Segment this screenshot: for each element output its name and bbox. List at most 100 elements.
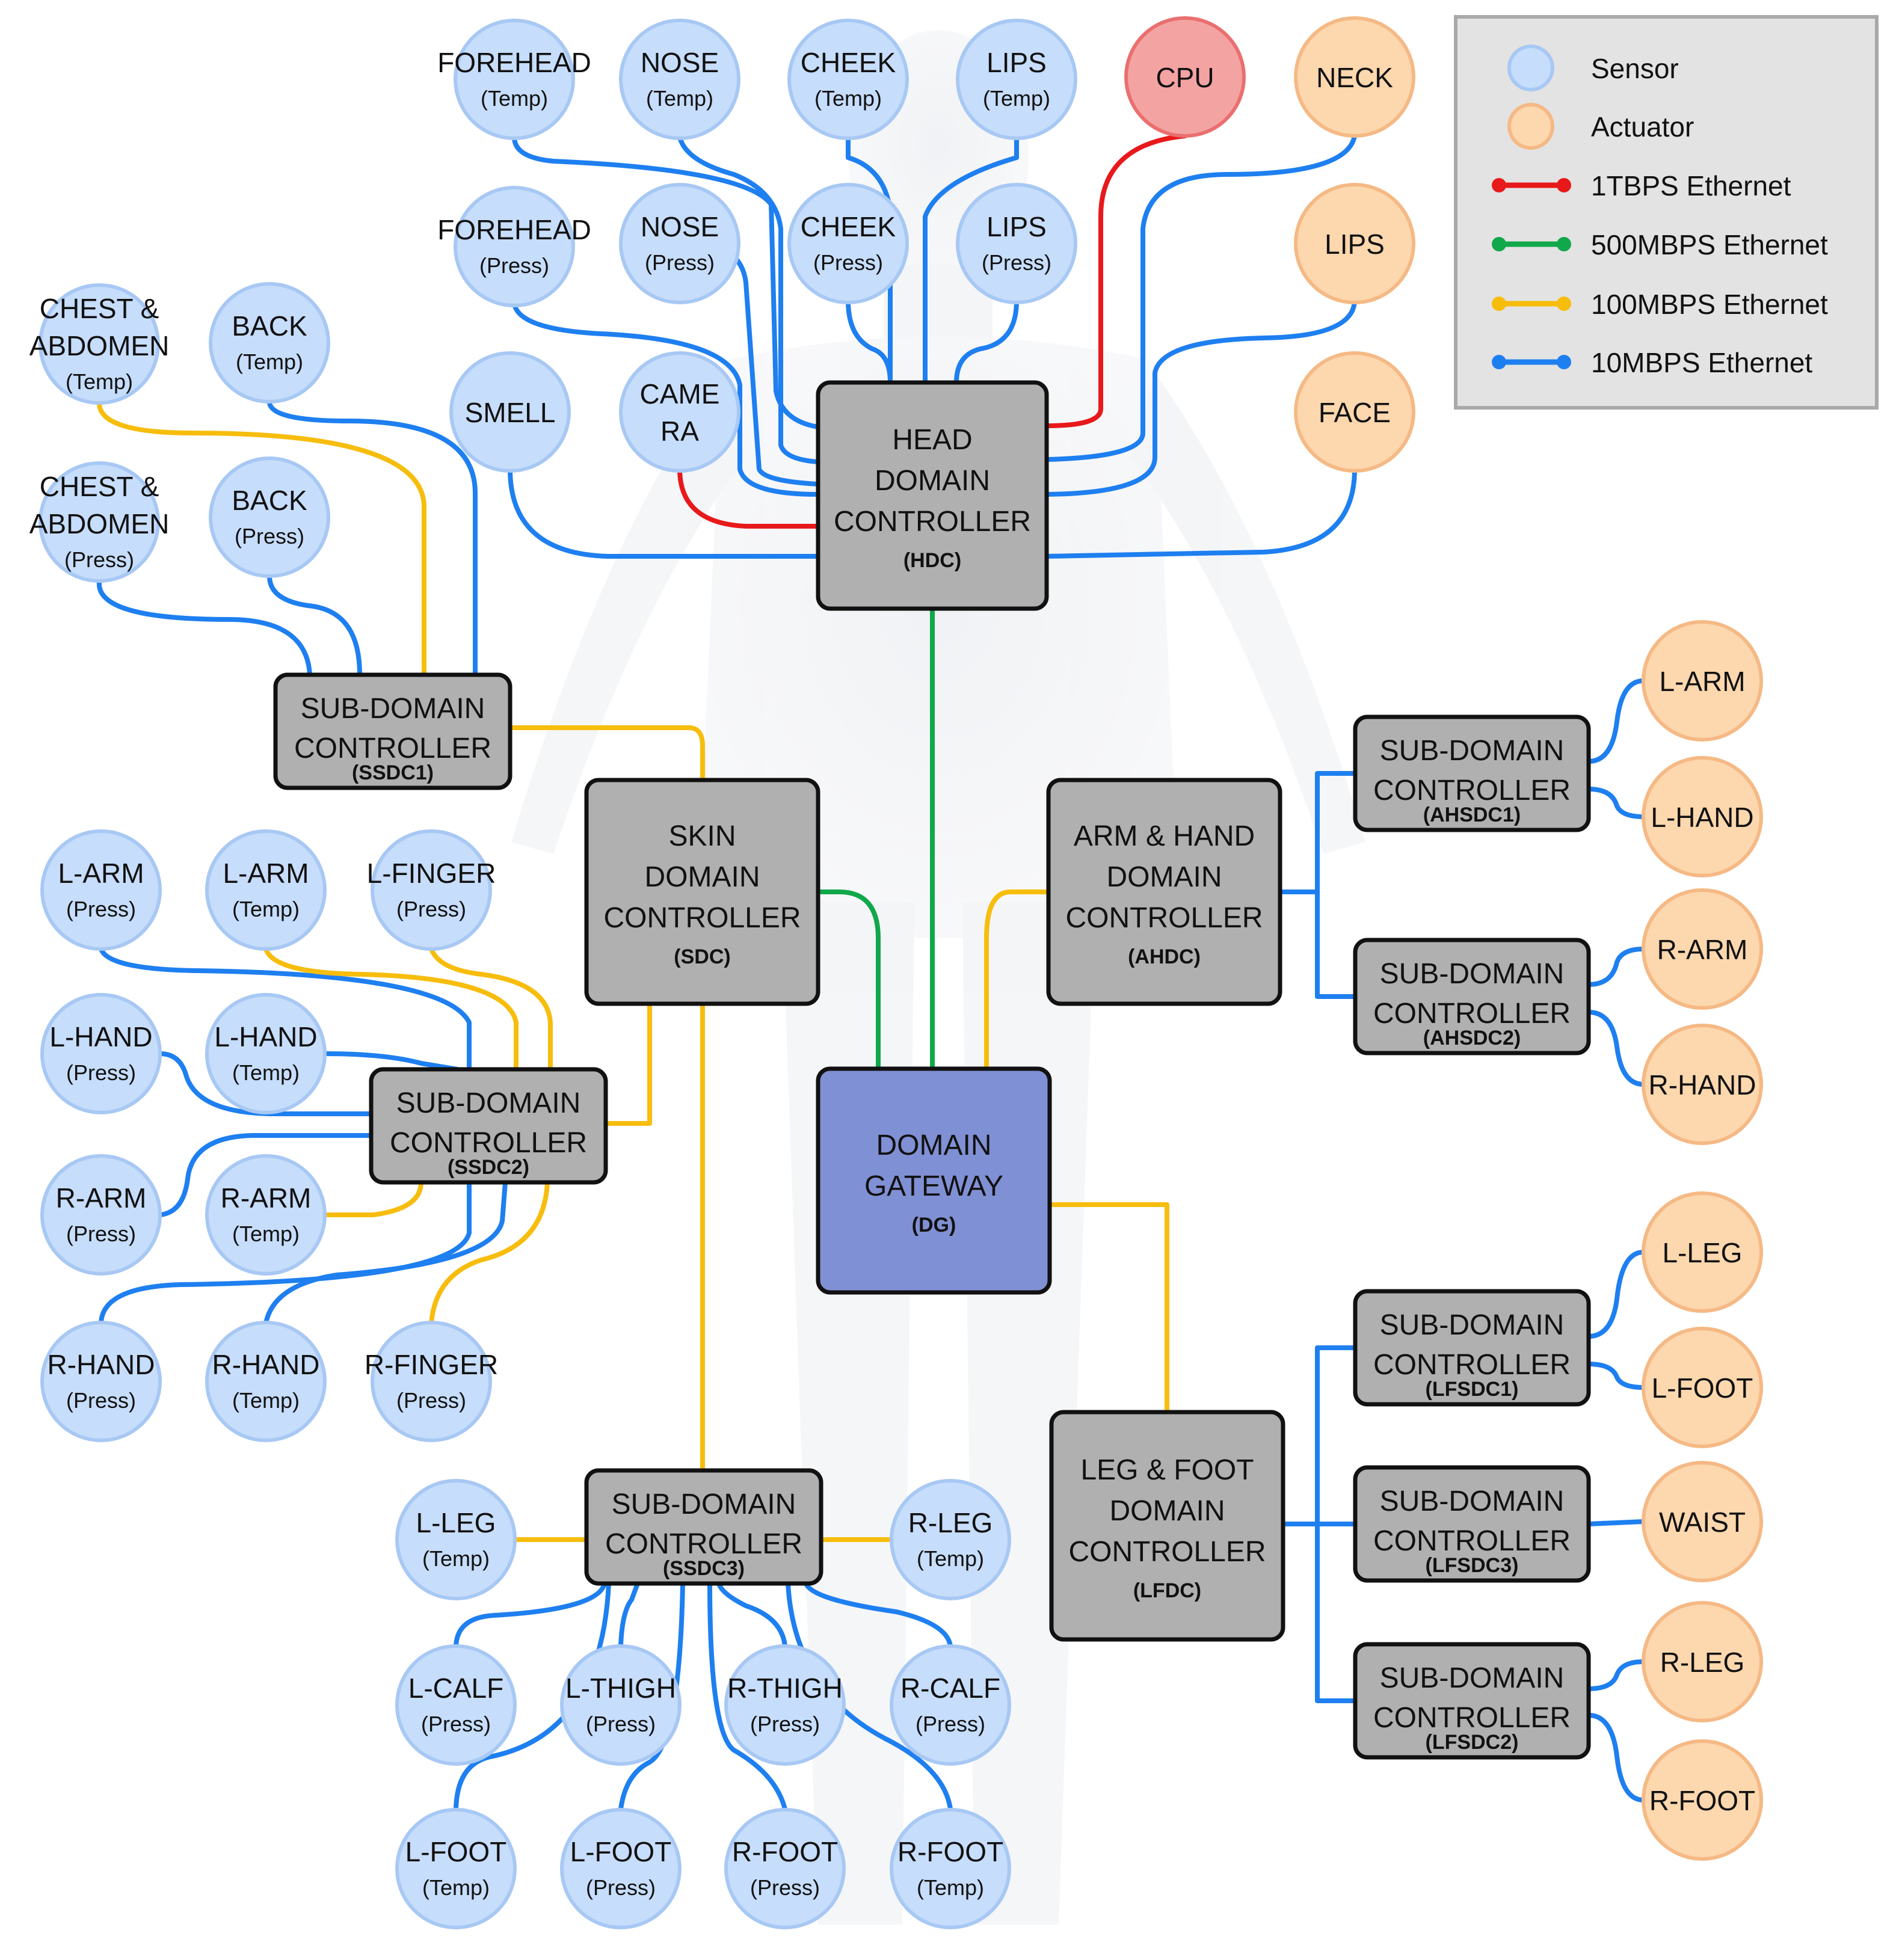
actuator-circle-icon	[1294, 16, 1415, 138]
node-label-name: BACK	[232, 485, 307, 516]
controller-box	[1046, 778, 1282, 1006]
node-label-name: R-HAND	[48, 1349, 155, 1380]
legend-10mbps-dot-icon	[1492, 355, 1506, 369]
node-label-name: L-THIGH	[565, 1673, 676, 1704]
node-label-name: CHEEK	[801, 211, 896, 242]
node-label-type: (Press)	[66, 1388, 136, 1413]
sensor-circle-icon	[395, 1479, 517, 1600]
node-label-type: (Press)	[396, 897, 466, 921]
sensor-circle-icon	[40, 829, 162, 951]
node-label-name: CPU	[1156, 62, 1214, 93]
link-wire	[158, 1051, 374, 1116]
controller-label: SUB-DOMAIN	[396, 1087, 581, 1119]
link-wire	[984, 889, 1051, 1071]
actuator-node-a-rhand: R-HAND	[1642, 1024, 1763, 1145]
legend-10mbps-dot-icon	[1557, 355, 1571, 369]
controller-label: SUB-DOMAIN	[612, 1488, 796, 1520]
node-label-type: (Temp)	[232, 897, 300, 921]
controller-abbreviation: (DG)	[912, 1214, 956, 1237]
legend-100mbps-dot-icon	[1557, 296, 1571, 311]
link-wire	[263, 1180, 508, 1326]
legend-500mbps-dot-icon	[1492, 237, 1506, 251]
link-wire	[804, 1581, 953, 1648]
node-label-name: R-LEG	[908, 1507, 993, 1538]
node-label-name: L-HAND	[49, 1021, 152, 1052]
node-label-name: FOREHEAD	[437, 47, 591, 78]
node-label-type: (Temp)	[814, 86, 882, 111]
controller-label: CONTROLLER	[1068, 1536, 1266, 1568]
controller-label: CONTROLLER	[603, 902, 801, 934]
legend-1tbps-dot-icon	[1492, 178, 1506, 192]
node-label-type: (Temp)	[481, 86, 548, 111]
link-wire	[512, 135, 820, 429]
node-label-type: (Press)	[396, 1388, 466, 1413]
node-label-name: CHEEK	[801, 47, 896, 78]
sensor-node-lcalf-press: L-CALF(Press)	[395, 1644, 517, 1766]
sensor-circle-icon	[787, 183, 909, 304]
link-wire	[954, 298, 1019, 385]
link-wire	[429, 947, 553, 1072]
node-label-name: R-HAND	[1649, 1069, 1756, 1101]
sensor-node-lhand-temp: L-HAND(Temp)	[205, 993, 327, 1114]
sensor-node-rfoot-press: R-FOOT(Press)	[724, 1808, 846, 1929]
controller-abbreviation: (LFSDC3)	[1426, 1554, 1519, 1577]
link-wire	[1586, 1713, 1646, 1802]
legend-sensor-label: Sensor	[1591, 53, 1679, 84]
node-label-type: (Press)	[586, 1712, 656, 1736]
node-label-type: (Press)	[586, 1875, 656, 1900]
node-label-type: (Press)	[66, 1221, 136, 1246]
controller-abbreviation: (SDC)	[674, 945, 730, 968]
link-wire	[603, 1001, 652, 1126]
actuator-circle-icon	[1294, 351, 1415, 473]
controller-abbreviation: (AHSDC1)	[1423, 803, 1521, 826]
node-label-type: (Temp)	[236, 349, 303, 374]
sensor-circle-icon	[956, 183, 1077, 304]
node-label-name: R-HAND	[212, 1349, 320, 1380]
node-label-name: CHEST &	[40, 471, 159, 502]
controller-box	[1353, 1289, 1591, 1407]
controllers: HEADDOMAINCONTROLLER(HDC)SKINDOMAINCONTR…	[273, 380, 1591, 1760]
sensor-circle-icon	[395, 1644, 517, 1766]
controller-label: DOMAIN	[875, 465, 990, 497]
legend-500mbps-label: 500MBPS Ethernet	[1591, 229, 1828, 260]
node-label-name: L-HAND	[214, 1021, 317, 1052]
controller-label: SUB-DOMAIN	[1380, 735, 1565, 767]
sensor-circle-icon	[956, 19, 1077, 140]
node-label-name: L-FOOT	[405, 1836, 507, 1867]
sensor-circle-icon	[454, 19, 575, 140]
node-label-name: L-FINGER	[367, 858, 496, 889]
node-label-name: R-FOOT	[1649, 1785, 1755, 1816]
actuator-circle-icon	[1642, 888, 1763, 1010]
sensor-node-back-temp: BACK(Temp)	[209, 282, 330, 404]
sensor-circle-icon	[205, 829, 327, 951]
sensor-node-lips-press: LIPS(Press)	[956, 183, 1077, 304]
controller-label: CONTROLLER	[390, 1127, 587, 1159]
sensor-node-rleg-temp: R-LEG(Temp)	[890, 1479, 1011, 1600]
controller-label: SUB-DOMAIN	[1380, 958, 1565, 990]
actuator-node-face: FACE	[1294, 351, 1415, 473]
link-wire	[677, 135, 820, 464]
actuator-circle-icon	[1642, 1024, 1763, 1145]
controller-abbreviation: (SSDC3)	[663, 1557, 745, 1580]
node-label-name: LIPS	[986, 47, 1047, 78]
node-label-name: L-ARM	[223, 858, 309, 889]
controller-abbreviation: (HDC)	[903, 549, 961, 572]
sensor-node-larm-press: L-ARM(Press)	[40, 829, 162, 951]
controller-label: CONTROLLER	[1373, 1525, 1571, 1557]
controller-label: CONTROLLER	[834, 506, 1031, 538]
sensor-circle-icon	[209, 456, 330, 578]
controller-box	[1353, 1465, 1591, 1583]
node-label-name: ABDOMEN	[29, 508, 170, 539]
link-wire	[508, 725, 705, 782]
node-label-name: L-CALF	[408, 1673, 503, 1704]
controller-label: SUB-DOMAIN	[301, 693, 485, 725]
node-label-name: LIPS	[1325, 229, 1385, 260]
link-wire	[1315, 889, 1358, 999]
controller-label: CONTROLLER	[1373, 1349, 1571, 1381]
link-wire	[1047, 1202, 1169, 1415]
actuator-node-a-rfoot: R-FOOT	[1642, 1739, 1763, 1861]
